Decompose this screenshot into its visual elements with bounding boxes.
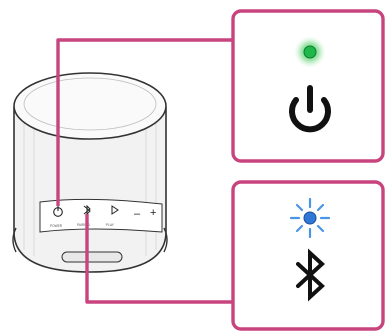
leader-lines	[56, 38, 233, 304]
power-leader-line	[56, 38, 233, 206]
speaker-bottom-slot	[61, 251, 123, 263]
speaker-top	[13, 72, 167, 140]
power-icon	[289, 85, 331, 133]
power-button-label: POWER	[50, 224, 63, 228]
speaker-strap-left	[12, 227, 17, 253]
bluetooth-leader-line	[85, 214, 233, 304]
speaker: POWER PAIRING PLAY – +	[12, 72, 168, 273]
speaker-strap-right	[163, 227, 168, 253]
play-button-label: PLAY	[106, 223, 115, 227]
play-button[interactable]	[111, 205, 119, 215]
bluetooth-button-label: PAIRING	[77, 223, 90, 227]
power-callout	[231, 9, 385, 163]
bluetooth-led-rays	[289, 197, 331, 239]
speaker-top-rim	[23, 77, 157, 131]
bluetooth-button[interactable]	[83, 204, 91, 216]
bluetooth-callout	[231, 180, 385, 331]
bluetooth-led	[303, 211, 317, 225]
volume-minus-button[interactable]: –	[134, 208, 141, 220]
power-led	[303, 45, 317, 59]
volume-plus-button[interactable]: +	[150, 207, 156, 219]
bluetooth-icon	[296, 248, 325, 302]
control-panel	[39, 198, 163, 233]
power-button[interactable]	[53, 206, 63, 217]
